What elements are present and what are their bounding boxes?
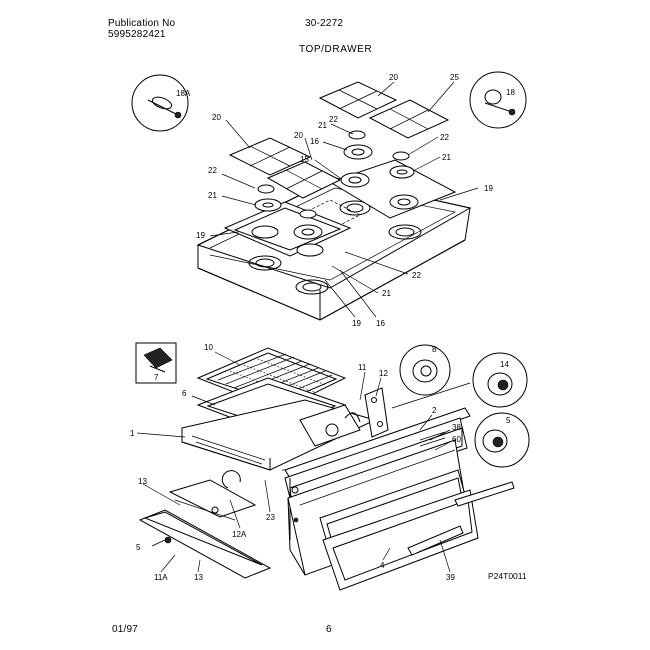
callout-21: 21: [208, 191, 217, 200]
callout-10: 10: [204, 343, 213, 352]
right-burner-bowls: [328, 130, 457, 219]
callout-5: 5: [136, 543, 141, 552]
top-leader-lines: [209, 81, 479, 318]
page-number: 6: [326, 624, 332, 635]
callout-12a: 12A: [232, 530, 247, 539]
right-burner-grates: [318, 81, 450, 139]
left-burner-bowls: [223, 184, 352, 257]
callout-4: 4: [380, 561, 385, 570]
callout-11: 11: [358, 363, 367, 372]
callout-23: 23: [266, 513, 275, 522]
callout-16: 16: [376, 319, 385, 328]
section-title: TOP/DRAWER: [299, 44, 373, 55]
callout-12: 12: [379, 369, 388, 378]
brackets: [344, 387, 389, 438]
callout-20: 20: [389, 73, 398, 82]
drawer-slide-assembly: [138, 470, 272, 579]
publication-number: 5995282421: [108, 29, 166, 40]
drawer-body: [181, 399, 377, 471]
callout-20: 20: [212, 113, 221, 122]
callout-15: 15: [300, 155, 309, 164]
callout-38: 38: [452, 423, 461, 432]
publication-label: Publication No: [108, 18, 176, 29]
callout-1: 1: [130, 429, 135, 438]
inset-18a: [131, 74, 189, 132]
callout-19: 19: [484, 184, 493, 193]
drawer-outer-panel: [319, 469, 479, 591]
callout-22: 22: [412, 271, 421, 280]
callout-21: 21: [442, 153, 451, 162]
callout-7: 7: [154, 373, 159, 382]
left-burner-grates: [228, 137, 342, 199]
callout-5: 5: [506, 416, 511, 425]
callout-22: 22: [208, 166, 217, 175]
footer-date: 01/97: [112, 624, 139, 635]
callout-60: 60: [452, 435, 461, 444]
callout-16: 16: [310, 137, 319, 146]
callout-39: 39: [446, 573, 455, 582]
drawer-rails: [407, 481, 515, 556]
inset-18: [469, 71, 527, 129]
inset-7: [135, 342, 177, 384]
callout-14: 14: [500, 360, 509, 369]
callout-13: 13: [138, 477, 147, 486]
callout-6: 6: [182, 389, 187, 398]
callout-2: 2: [432, 406, 437, 415]
callout-19: 19: [352, 319, 361, 328]
callout-18a: 18A: [176, 89, 191, 98]
bottom-leader-lines: [136, 351, 471, 573]
round-part-8: [399, 344, 451, 396]
callout-labels: 18A 18 20 20 20 25 22 22 22 22 21 21 21 …: [130, 73, 527, 582]
round-part-14: [472, 352, 528, 408]
callout-13: 13: [194, 573, 203, 582]
callout-25: 25: [450, 73, 459, 82]
callout-22: 22: [329, 115, 338, 124]
callout-19: 19: [196, 231, 205, 240]
callout-11a: 11A: [154, 573, 168, 582]
figure-code: P24T0011: [488, 571, 527, 581]
model-number: 30-2272: [305, 18, 344, 29]
callout-20: 20: [294, 131, 303, 140]
callout-21: 21: [318, 121, 327, 130]
callout-8: 8: [432, 345, 437, 354]
callout-22: 22: [440, 133, 449, 142]
callout-21: 21: [382, 289, 391, 298]
callout-18: 18: [506, 88, 515, 97]
round-part-5: [474, 412, 530, 468]
